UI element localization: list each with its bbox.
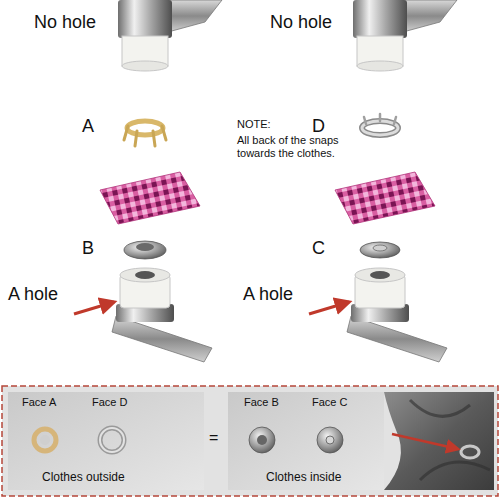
ring-d	[362, 114, 398, 135]
side-label: Clothes outside	[42, 470, 125, 484]
die-label: No hole	[34, 12, 96, 34]
ring-a	[124, 121, 166, 146]
lower-die-arm	[112, 316, 212, 362]
photo-strip	[2, 386, 498, 496]
stud-c	[360, 242, 400, 258]
face-label: Face D	[92, 396, 127, 409]
stud-b	[124, 241, 166, 259]
right-set	[309, 0, 457, 362]
part-letter: A	[82, 116, 94, 138]
upper-die-face	[122, 61, 168, 71]
lower-die-face	[120, 268, 170, 282]
note-heading: NOTE:	[237, 118, 271, 131]
equals-sign: =	[209, 428, 218, 447]
note-text: All back of the snaps towards the clothe…	[237, 134, 355, 160]
side-label: Clothes inside	[266, 470, 341, 484]
part-letter: C	[312, 238, 325, 260]
face-label: Face A	[22, 396, 56, 409]
fabric	[100, 172, 200, 224]
face-label: Face C	[312, 396, 347, 409]
part-letter: D	[312, 116, 325, 138]
upper-die	[118, 0, 172, 38]
face-label: Face B	[244, 396, 279, 409]
die-hole	[135, 271, 155, 279]
die-label: A hole	[8, 284, 58, 306]
pointer-arrow	[74, 302, 114, 314]
die-label: A hole	[243, 284, 293, 306]
die-label: No hole	[270, 12, 332, 34]
left-set	[74, 0, 222, 362]
part-letter: B	[82, 238, 94, 260]
